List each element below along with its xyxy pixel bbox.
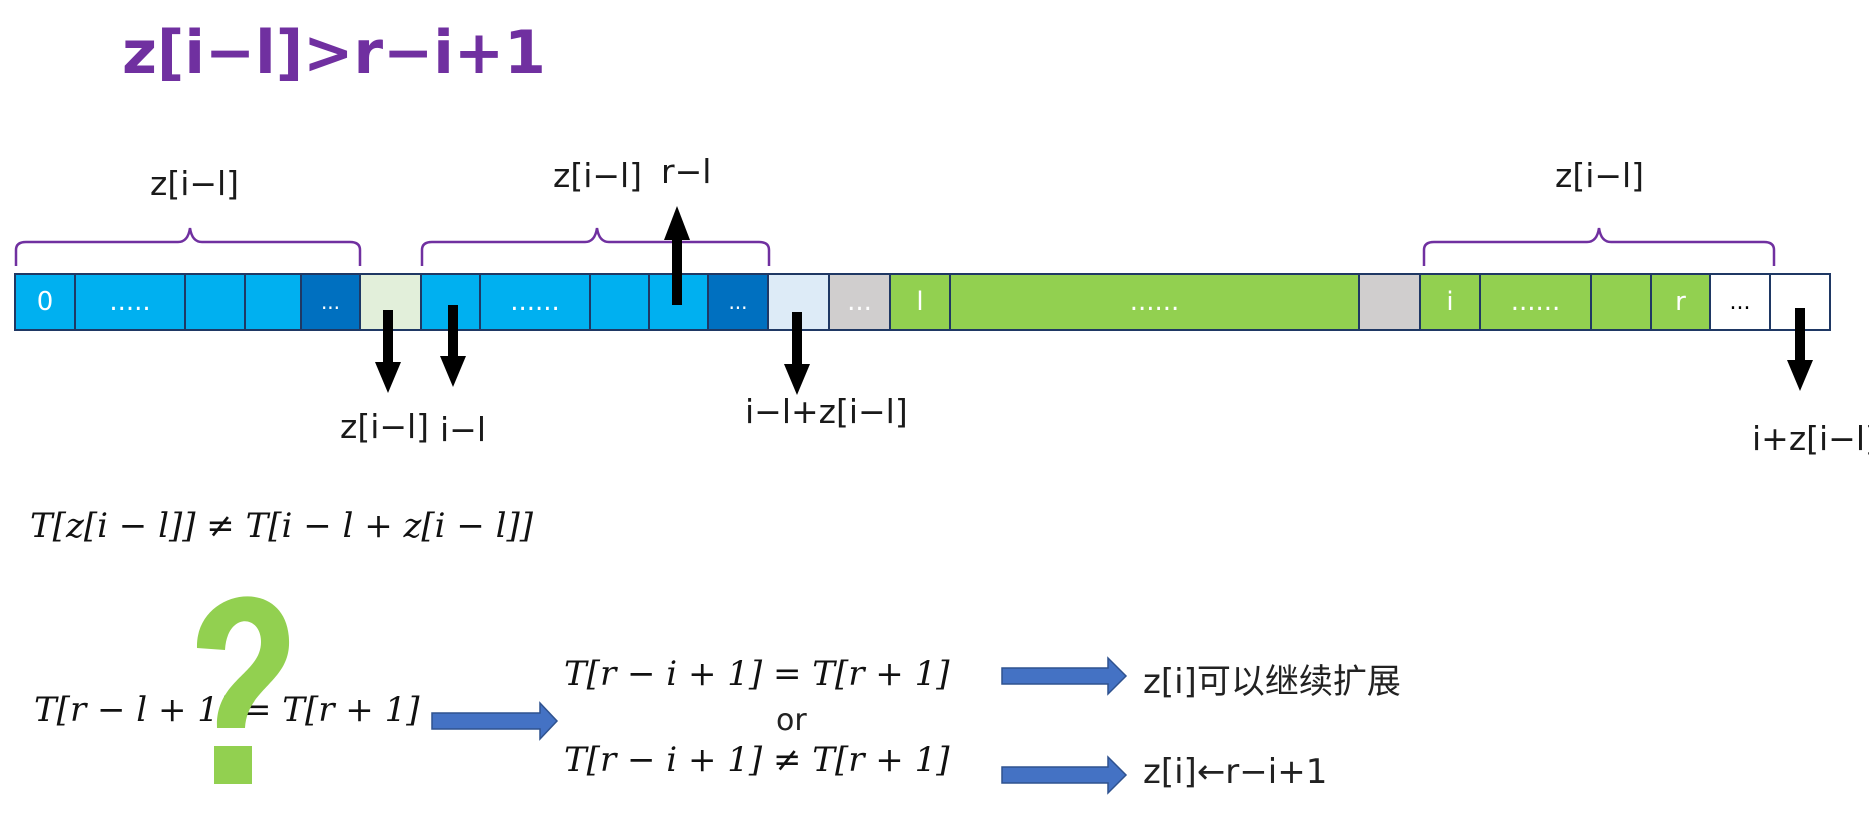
brace-1 bbox=[14, 227, 362, 266]
result-continue: z[i]可以继续扩展 bbox=[1143, 662, 1401, 702]
formula-neq-main: T[z[i − l]] ≠ T[i − l + z[i − l]] bbox=[30, 506, 534, 546]
brace-2 bbox=[420, 227, 771, 266]
formula-case-neq: T[r − i + 1] ≠ T[r + 1] bbox=[564, 740, 950, 780]
or-label: or bbox=[776, 703, 807, 738]
arrow-down-icon bbox=[1787, 308, 1813, 391]
label-i-plus-z: i+z[i−l] bbox=[1752, 419, 1869, 458]
result-assign: z[i]←r−i+1 bbox=[1143, 752, 1328, 792]
label-r-minus-l: r−l bbox=[661, 152, 712, 191]
brace-label-2: z[i−l] bbox=[553, 156, 643, 195]
brace-label-3: z[i−l] bbox=[1555, 156, 1645, 195]
arrow-up-icon bbox=[664, 206, 690, 305]
arrow-right-icon bbox=[431, 701, 559, 741]
arrow-right-icon bbox=[1001, 656, 1128, 696]
cell-17: ...... bbox=[1479, 273, 1592, 331]
cell-10: ... bbox=[707, 273, 769, 331]
arrow-right-icon bbox=[1001, 755, 1128, 795]
page-title: z[i−l]>r−i+1 bbox=[122, 18, 546, 88]
cell-14: ...... bbox=[949, 273, 1360, 331]
brace-label-1: z[i−l] bbox=[150, 164, 240, 203]
cell-21 bbox=[1769, 273, 1831, 331]
label-i-l-plus-z: i−l+z[i−l] bbox=[745, 392, 908, 431]
cell-12: ... bbox=[828, 273, 891, 331]
cell-18 bbox=[1590, 273, 1652, 331]
cell-7: ...... bbox=[479, 273, 591, 331]
formula-case-eq: T[r − i + 1] = T[r + 1] bbox=[564, 654, 950, 694]
label-z-i-l: z[i−l] bbox=[340, 407, 430, 446]
label-i-minus-l: i−l bbox=[440, 410, 486, 449]
question-mark-icon bbox=[196, 596, 290, 784]
brace-3 bbox=[1422, 227, 1776, 266]
arrow-down-icon bbox=[375, 310, 401, 393]
cell-4: ... bbox=[300, 273, 361, 331]
cell-19: r bbox=[1650, 273, 1711, 331]
cell-15 bbox=[1358, 273, 1421, 331]
arrow-down-icon bbox=[440, 305, 466, 387]
arrow-down-icon bbox=[784, 312, 810, 395]
cell-1: ..... bbox=[74, 273, 186, 331]
